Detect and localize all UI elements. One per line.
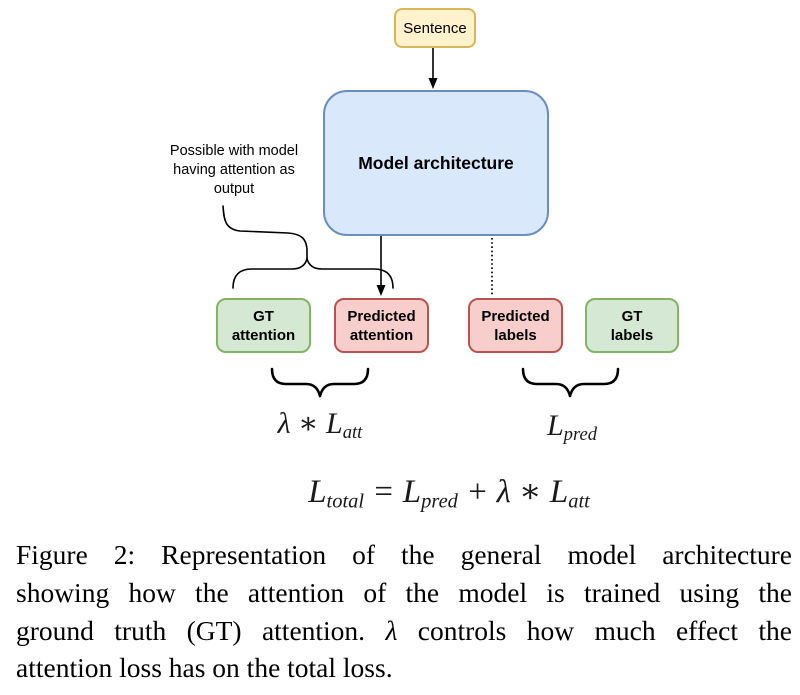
gt-attention-node: GT attention <box>216 298 311 353</box>
math-text: = L <box>364 474 422 510</box>
attention-loss-term: λ ∗ Latt <box>230 406 410 444</box>
label-line: labels <box>494 326 537 344</box>
label-line: Predicted <box>481 307 550 325</box>
label-line: labels <box>610 326 654 344</box>
math-text: λ ∗ L <box>277 407 343 440</box>
down-arrow-icon <box>428 78 438 89</box>
predicted-labels-node: Predicted labels <box>468 298 563 353</box>
caption-line: ground truth (GT) attention. λ controls … <box>16 612 792 650</box>
note-line: having attention as <box>173 162 295 178</box>
down-arrow-icon <box>376 285 386 296</box>
math-subscript: pred <box>563 424 598 446</box>
attention-loss-underbrace <box>270 367 370 398</box>
caption-line: Figure 2: Representation of the general … <box>16 539 792 570</box>
gt-labels-node: GT labels <box>585 298 679 353</box>
sentence-node: Sentence <box>394 8 476 48</box>
label-line: GT <box>253 307 274 325</box>
note-line: output <box>213 181 255 197</box>
math-text: + λ ∗ L <box>457 474 569 510</box>
caption-line: showing how the attention of the model i… <box>16 576 792 608</box>
model-architecture-node: Model architecture <box>323 90 549 236</box>
math-subscript: att <box>342 422 363 444</box>
math-subscript: total <box>326 490 365 513</box>
predicted-labels-label: Predicted labels <box>481 307 549 345</box>
caption-line: attention loss has on the total loss. <box>16 652 393 684</box>
prediction-loss-term: Lpred <box>482 409 662 446</box>
predicted-attention-label: Predicted attention <box>347 307 415 345</box>
label-line: GT <box>621 307 643 325</box>
caption-text: controls how much effect the <box>397 614 793 646</box>
label-line: attention <box>231 326 296 344</box>
math-text: L <box>546 409 564 442</box>
sentence-to-model-arrow <box>428 48 438 89</box>
attention-output-note: Possible with model having attention as … <box>138 142 330 199</box>
prediction-loss-underbrace <box>521 367 620 398</box>
model-architecture-label: Model architecture <box>358 152 514 173</box>
math-subscript: pred <box>421 490 458 513</box>
label-line: Predicted <box>347 307 416 325</box>
note-line: Possible with model <box>169 143 299 159</box>
lambda-symbol: λ <box>385 614 398 646</box>
math-text: L <box>308 474 327 510</box>
figure-caption: Figure 2: Representation of the general … <box>16 536 792 687</box>
curly-bracket-connector <box>232 256 394 289</box>
math-subscript: att <box>568 490 590 513</box>
caption-text: ground truth (GT) attention. <box>16 614 386 646</box>
gt-labels-label: GT labels <box>611 307 654 345</box>
gt-attention-label: GT attention <box>232 307 295 345</box>
model-to-predicted-attention-arrow <box>376 236 386 296</box>
connector-layer <box>222 48 620 398</box>
note-connector-line <box>222 205 308 260</box>
label-line: attention <box>349 326 414 344</box>
sentence-label: Sentence <box>403 19 467 37</box>
predicted-attention-node: Predicted attention <box>334 298 429 353</box>
total-loss-equation: Ltotal = Lpred + λ ∗ Latt <box>149 471 749 514</box>
